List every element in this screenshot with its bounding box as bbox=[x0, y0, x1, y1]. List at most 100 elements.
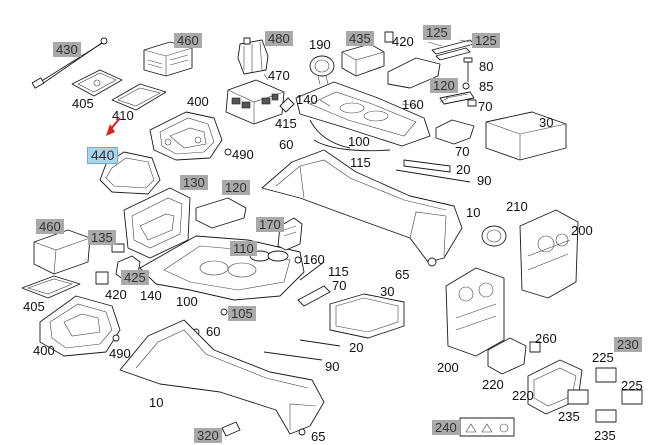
rod-90[interactable] bbox=[395, 169, 471, 183]
callout-115[interactable]: 115 bbox=[350, 155, 371, 170]
callout-200[interactable]: 200 bbox=[571, 223, 593, 238]
callout-430[interactable]: 430 bbox=[53, 42, 81, 57]
callout-420[interactable]: 420 bbox=[105, 287, 127, 302]
callout-490[interactable]: 490 bbox=[232, 147, 254, 162]
bezel-220[interactable] bbox=[487, 337, 527, 375]
ring-190[interactable] bbox=[309, 55, 335, 85]
cable-115[interactable] bbox=[313, 139, 391, 152]
key-320[interactable] bbox=[221, 421, 241, 437]
callout-80[interactable]: 80 bbox=[479, 59, 494, 74]
switch-260[interactable] bbox=[529, 341, 541, 353]
lid[interactable] bbox=[387, 57, 441, 89]
part-170[interactable] bbox=[277, 217, 303, 251]
callout-415[interactable]: 415 bbox=[275, 116, 297, 131]
callout-405[interactable]: 405 bbox=[23, 299, 45, 314]
callout-235[interactable]: 235 bbox=[594, 428, 616, 443]
callout-30[interactable]: 30 bbox=[380, 284, 395, 299]
trim-piece-30[interactable] bbox=[485, 111, 567, 161]
vent-210[interactable] bbox=[481, 225, 507, 247]
rod-20[interactable] bbox=[403, 159, 451, 173]
callout-140[interactable]: 140 bbox=[296, 92, 318, 107]
callout-240[interactable]: 240 bbox=[432, 420, 460, 435]
callout-405[interactable]: 405 bbox=[72, 96, 94, 111]
callout-90[interactable]: 90 bbox=[325, 359, 340, 374]
callout-30[interactable]: 30 bbox=[539, 115, 554, 130]
callout-190[interactable]: 190 bbox=[309, 37, 331, 52]
callout-70[interactable]: 70 bbox=[478, 99, 493, 114]
callout-225[interactable]: 225 bbox=[621, 378, 643, 393]
callout-460[interactable]: 460 bbox=[36, 219, 64, 234]
callout-60[interactable]: 60 bbox=[279, 137, 294, 152]
bezel-220b[interactable] bbox=[527, 359, 583, 415]
callout-10[interactable]: 10 bbox=[149, 395, 164, 410]
callout-125[interactable]: 125 bbox=[423, 25, 451, 40]
drawer-460[interactable] bbox=[33, 229, 91, 275]
panel-30-lower[interactable] bbox=[329, 293, 405, 339]
callout-225[interactable]: 225 bbox=[592, 350, 614, 365]
switch-panel[interactable] bbox=[435, 119, 475, 145]
side-panel-130[interactable] bbox=[123, 187, 191, 259]
mat-405-lower[interactable] bbox=[21, 275, 81, 299]
bracket-480[interactable] bbox=[237, 37, 269, 75]
clip-70[interactable] bbox=[467, 99, 477, 107]
callout-210[interactable]: 210 bbox=[506, 199, 528, 214]
callout-70[interactable]: 70 bbox=[332, 278, 347, 293]
console-10-lower[interactable] bbox=[119, 319, 325, 435]
tray-mat-405[interactable] bbox=[71, 69, 123, 97]
cable-100[interactable] bbox=[309, 119, 351, 149]
callout-480[interactable]: 480 bbox=[265, 31, 293, 46]
callout-85[interactable]: 85 bbox=[479, 79, 494, 94]
plug-420[interactable] bbox=[384, 31, 394, 43]
cluster-200-front[interactable] bbox=[445, 267, 505, 357]
trim-strip-125[interactable] bbox=[431, 39, 475, 61]
callout-440-selected[interactable]: 440 bbox=[86, 147, 119, 164]
callout-400[interactable]: 400 bbox=[187, 94, 209, 109]
callout-220[interactable]: 220 bbox=[512, 388, 534, 403]
clip-65-right[interactable] bbox=[427, 257, 437, 267]
callout-115[interactable]: 115 bbox=[328, 264, 349, 279]
switch-box-470[interactable] bbox=[225, 79, 285, 125]
switch-235[interactable] bbox=[567, 389, 617, 423]
screw-105[interactable] bbox=[220, 308, 228, 316]
callout-410[interactable]: 410 bbox=[112, 108, 134, 123]
bolt-490-lower[interactable] bbox=[112, 334, 120, 342]
callout-120[interactable]: 120 bbox=[222, 180, 250, 195]
callout-160[interactable]: 160 bbox=[402, 97, 424, 112]
callout-100[interactable]: 100 bbox=[348, 134, 370, 149]
clip-70-lower[interactable] bbox=[297, 285, 331, 307]
switch-225[interactable] bbox=[595, 367, 643, 405]
plug-420b[interactable] bbox=[95, 271, 109, 285]
rod-20-lower[interactable] bbox=[299, 339, 341, 347]
callout-435[interactable]: 435 bbox=[346, 31, 374, 46]
console-400-lower[interactable] bbox=[39, 295, 121, 357]
callout-110[interactable]: 110 bbox=[230, 241, 257, 256]
callout-260[interactable]: 260 bbox=[535, 331, 557, 346]
callout-65[interactable]: 65 bbox=[311, 429, 326, 444]
console-400-upper[interactable] bbox=[149, 111, 223, 161]
callout-170[interactable]: 170 bbox=[256, 217, 284, 232]
trim-120[interactable] bbox=[195, 197, 247, 229]
clip-85[interactable] bbox=[462, 82, 470, 90]
callout-490[interactable]: 490 bbox=[109, 346, 131, 361]
label-sticker-240[interactable] bbox=[459, 417, 515, 437]
callout-460[interactable]: 460 bbox=[174, 33, 202, 48]
callout-125[interactable]: 125 bbox=[472, 33, 500, 48]
clip-65[interactable] bbox=[298, 428, 306, 436]
callout-160[interactable]: 160 bbox=[303, 252, 325, 267]
callout-140[interactable]: 140 bbox=[140, 288, 162, 303]
callout-20[interactable]: 20 bbox=[456, 162, 471, 177]
callout-320[interactable]: 320 bbox=[194, 428, 222, 443]
callout-230[interactable]: 230 bbox=[614, 337, 642, 352]
cable-430[interactable] bbox=[31, 37, 108, 89]
callout-135[interactable]: 135 bbox=[88, 230, 116, 245]
clip-135[interactable] bbox=[111, 243, 125, 253]
callout-20[interactable]: 20 bbox=[349, 340, 364, 355]
callout-60[interactable]: 60 bbox=[206, 324, 221, 339]
screw-160[interactable] bbox=[294, 256, 302, 264]
callout-420[interactable]: 420 bbox=[392, 34, 414, 49]
pin-115[interactable] bbox=[299, 261, 325, 281]
module-460[interactable] bbox=[143, 41, 193, 77]
callout-130[interactable]: 130 bbox=[180, 175, 208, 190]
callout-200[interactable]: 200 bbox=[437, 360, 459, 375]
screw-80[interactable] bbox=[463, 57, 473, 82]
